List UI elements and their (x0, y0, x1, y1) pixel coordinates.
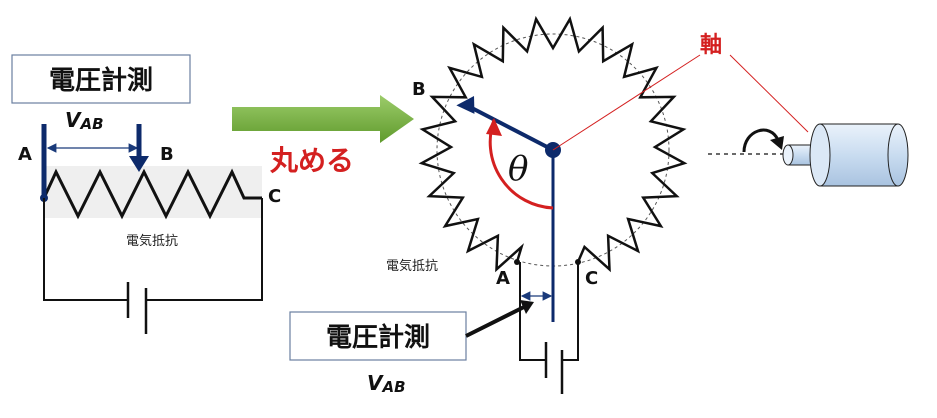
motor-shaft-end (782, 144, 794, 166)
left-vab-label: VAB (65, 108, 104, 133)
right-circular-circuit: θ B A C 電気抵抗 軸 電圧計測 VAB (289, 15, 909, 396)
left-measure-box (11, 54, 191, 104)
green-arrow (232, 95, 414, 143)
arrow-label: 丸める (269, 144, 354, 177)
rotation-arrow (742, 128, 780, 153)
right-resistor-label: 電気抵抗 (386, 258, 438, 274)
circular-resistor-zigzag (418, 15, 688, 273)
left-probe-b-arrowhead (129, 156, 149, 172)
right-battery-wire-right (562, 345, 579, 361)
measure-pointer (465, 304, 527, 338)
right-vab-label: VAB (367, 371, 406, 396)
theta-label: θ (508, 149, 528, 189)
left-resistor-label: 電気抵抗 (126, 233, 178, 249)
left-wire-a (43, 198, 128, 301)
right-label-c: C (585, 268, 598, 289)
left-wire-c (146, 198, 263, 301)
motor-front (809, 123, 831, 187)
right-measure-label: 電圧計測 (326, 322, 430, 353)
motor-body (819, 123, 899, 187)
rotating-arm-arrowhead (456, 96, 475, 114)
right-battery-wire-left (519, 345, 546, 361)
left-measure-label: 電圧計測 (49, 65, 153, 96)
left-label-c: C (268, 186, 281, 207)
right-label-a: A (496, 268, 510, 289)
motor-back (887, 123, 909, 187)
axis-label: 軸 (700, 32, 722, 58)
left-label-a: A (18, 144, 32, 165)
left-linear-circuit: 電圧計測 VAB A B C 電気抵抗 (11, 54, 281, 334)
rotation-arrowhead (770, 136, 784, 150)
right-measure-box (289, 311, 467, 361)
theta-arc-arrowhead (486, 118, 502, 136)
right-node-a (514, 259, 520, 265)
axis-leader-pivot (552, 54, 701, 151)
right-node-c (575, 259, 581, 265)
measure-pointer-arrowhead (520, 300, 534, 314)
left-label-b: B (160, 144, 174, 165)
left-resistor-zigzag (42, 168, 262, 220)
axis-leader-shaft (729, 54, 809, 133)
theta-arc (488, 119, 554, 210)
transform-arrow: 丸める (232, 95, 414, 177)
rotating-arm (467, 104, 554, 152)
right-label-b: B (412, 79, 426, 100)
